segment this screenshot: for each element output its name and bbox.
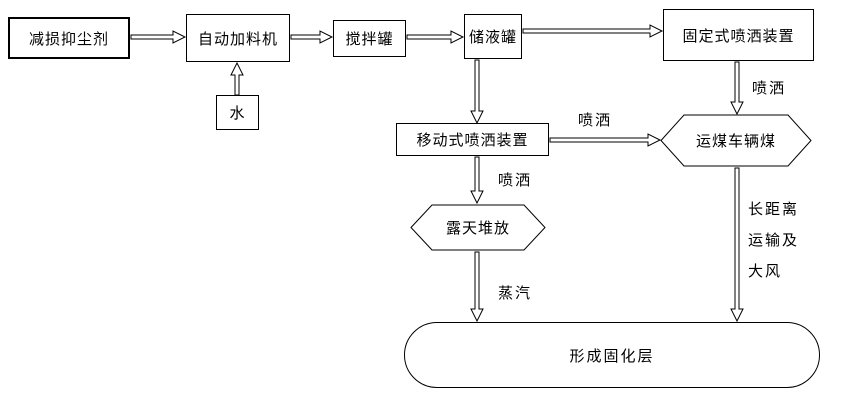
arrow-coal-truck-to-solidified [730, 167, 744, 323]
arrow-mobile-spray-to-open-stack [470, 156, 484, 205]
node-open-stack: 露天堆放 [410, 204, 546, 251]
node-fixed-spray: 固定式喷洒装置 [663, 9, 814, 61]
edge-label-steam: 蒸汽 [498, 286, 533, 302]
arrow-mobile-spray-to-coal-truck [549, 133, 662, 147]
node-coal-truck: 运煤车辆煤 [660, 114, 812, 167]
edge-label-spray-fixed: 喷洒 [752, 81, 787, 97]
node-mobile-spray: 移动式喷洒装置 [396, 123, 549, 156]
arrow-open-stack-to-solidified [470, 251, 484, 323]
node-open-stack-label: 露天堆放 [445, 221, 510, 237]
edge-label-long-distance-1: 长距离 [748, 202, 800, 218]
hexagon-shape [410, 204, 546, 251]
node-tank: 储液罐 [464, 14, 522, 59]
hexagon-shape [660, 114, 812, 167]
node-suppressant: 减损抑尘剂 [8, 17, 130, 59]
arrow-tank-to-mobile-spray [470, 59, 484, 125]
node-mixer: 搅拌罐 [333, 20, 406, 57]
node-water: 水 [216, 95, 259, 130]
edge-label-spray-mobile-down: 喷洒 [498, 173, 533, 189]
arrow-feeder-to-mixer [290, 30, 334, 44]
edge-label-spray-mobile-right: 喷洒 [578, 113, 613, 129]
node-coal-truck-label: 运煤车辆煤 [695, 134, 776, 150]
arrow-mixer-to-tank [406, 30, 465, 44]
node-solidified-layer: 形成固化层 [404, 322, 820, 388]
node-feeder: 自动加料机 [186, 14, 290, 62]
edge-label-long-distance-2: 运输及 [748, 233, 800, 249]
arrow-tank-to-fixed-spray [522, 24, 664, 38]
edge-label-long-distance-3: 大风 [748, 264, 783, 280]
arrow-suppressant-to-feeder [130, 30, 187, 44]
arrow-water-to-feeder [230, 61, 244, 96]
arrow-fixed-spray-to-coal-truck [730, 61, 744, 116]
